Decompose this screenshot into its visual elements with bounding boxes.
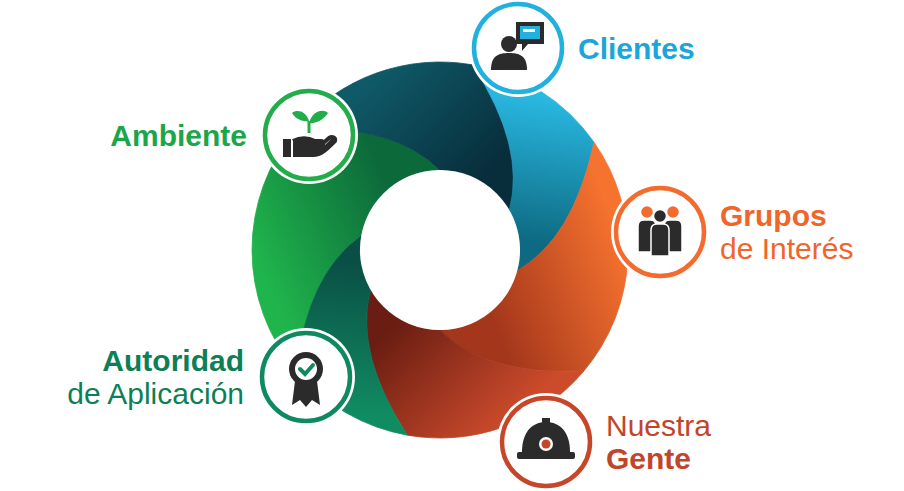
label-text: Grupos xyxy=(720,199,853,232)
env-icon xyxy=(283,111,336,157)
stakeholder-node: Gruposde Interés xyxy=(609,181,711,283)
medal-icon xyxy=(289,352,323,407)
icon-circle xyxy=(609,181,711,283)
node-label: Autoridadde Aplicación xyxy=(67,344,244,410)
stakeholder-node: Clientes xyxy=(467,0,569,99)
group-icon xyxy=(638,206,682,257)
icon-circle xyxy=(255,326,357,428)
hat-icon xyxy=(517,418,575,459)
label-text: Autoridad xyxy=(67,344,244,377)
node-label: Clientes xyxy=(578,32,695,65)
client-icon xyxy=(491,22,544,70)
label-text: Clientes xyxy=(578,32,695,65)
stakeholder-node: Autoridadde Aplicación xyxy=(255,326,357,428)
node-label: Ambiente xyxy=(110,119,247,152)
icon-circle xyxy=(258,84,360,186)
label-text: Nuestra xyxy=(606,409,711,442)
icon-circle xyxy=(495,391,597,491)
icon-circle xyxy=(467,0,569,99)
stakeholder-node: NuestraGente xyxy=(495,391,597,491)
label-text: Gente xyxy=(606,442,711,475)
ring-hole xyxy=(360,170,520,330)
label-text: de Aplicación xyxy=(67,377,244,410)
node-label: Gruposde Interés xyxy=(720,199,853,265)
label-text: de Interés xyxy=(720,232,853,265)
stakeholder-node: Ambiente xyxy=(258,84,360,186)
node-label: NuestraGente xyxy=(606,409,711,475)
label-text: Ambiente xyxy=(110,119,247,152)
